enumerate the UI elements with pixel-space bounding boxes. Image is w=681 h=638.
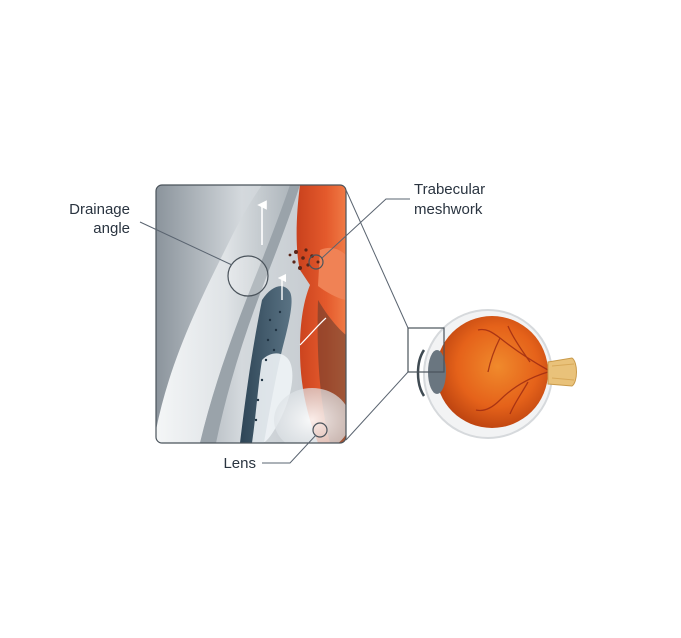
magnify-box — [407, 327, 445, 373]
cornea-inner-layer — [200, 185, 300, 443]
trabecular-leader-line — [321, 198, 410, 259]
optic-nerve-line — [551, 377, 575, 381]
flow-path — [299, 317, 327, 346]
optic-nerve-line — [551, 363, 575, 367]
magnified-panel — [155, 184, 347, 444]
blood-vessels — [475, 325, 549, 415]
ciliary-processes — [252, 353, 293, 443]
eye-cornea — [416, 349, 426, 397]
meshwork-pores — [288, 248, 320, 270]
trabecular-meshwork-label-line2: meshwork — [414, 201, 483, 218]
trabecular-meshwork-label: Trabecular — [414, 181, 485, 198]
lens-marker — [312, 422, 328, 438]
retina — [436, 316, 548, 428]
trabecular-marker — [308, 254, 324, 270]
optic-nerve — [547, 357, 577, 387]
cornea-layer — [156, 185, 296, 443]
panel-border — [155, 184, 347, 444]
drainage-angle-label-line2: angle — [93, 220, 130, 237]
drainage-angle-label: Drainage — [69, 201, 130, 218]
meshwork-texture — [254, 310, 282, 422]
drainage-angle-marker — [227, 255, 269, 297]
drainage-leader-line — [139, 221, 233, 266]
lens-leader-line — [262, 434, 317, 464]
lens-label: Lens — [223, 455, 256, 472]
lens-shape — [274, 388, 346, 443]
zoom-connector-bottom — [345, 371, 409, 441]
eyeball — [407, 309, 577, 439]
iris-fold — [318, 247, 346, 300]
zoom-connector-top — [345, 189, 409, 329]
